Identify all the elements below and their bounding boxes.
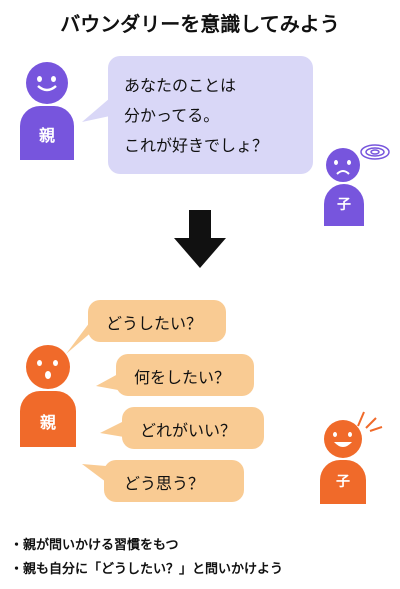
child-label: 子: [336, 474, 350, 490]
parent-figure-top: 親: [20, 62, 74, 162]
page-title: バウンダリーを意識してみよう: [60, 12, 340, 36]
child-head: [326, 148, 360, 182]
parent-label: 親: [39, 413, 56, 432]
child-head: [324, 420, 362, 458]
exclamation-sparkle-icon: [357, 411, 383, 432]
question-bubble-3: どれがいい？: [100, 407, 264, 449]
parent-body: 親: [20, 106, 74, 160]
parent-head: [26, 62, 68, 104]
question-text: 何をしたい？: [134, 368, 231, 387]
question-bubble-4: どう思う？: [82, 460, 244, 502]
speech-line-2: 分かってる。: [124, 106, 220, 125]
question-text: どう思う？: [124, 474, 205, 493]
question-bubble-1: どうしたい？: [66, 300, 226, 354]
speech-line-1: あなたのことは: [124, 76, 237, 95]
child-figure-bottom: 子: [320, 420, 366, 504]
arrow-down-icon: [174, 210, 226, 268]
parent-head: [26, 345, 70, 389]
note-2: ・親も自分に「どうしたい？」と問いかけよう: [10, 562, 284, 577]
parent-figure-bottom: 親: [20, 345, 76, 447]
speech-line-3: これが好きでしょ？: [124, 136, 269, 155]
note-1: ・親が問いかける習慣をもつ: [10, 538, 179, 553]
dizzy-swirl-icon: [360, 144, 390, 160]
child-body: 子: [324, 184, 364, 226]
parent-body: 親: [20, 391, 76, 447]
question-bubble-2: 何をしたい？: [96, 354, 254, 396]
child-figure-top: 子: [324, 148, 366, 228]
question-text: どれがいい？: [140, 421, 237, 440]
parent-speech-bubble: あなたのことは 分かってる。 これが好きでしょ？: [82, 56, 313, 174]
child-label: 子: [337, 197, 351, 213]
parent-label: 親: [38, 126, 55, 145]
question-text: どうしたい？: [106, 314, 203, 333]
child-body: 子: [320, 460, 366, 504]
